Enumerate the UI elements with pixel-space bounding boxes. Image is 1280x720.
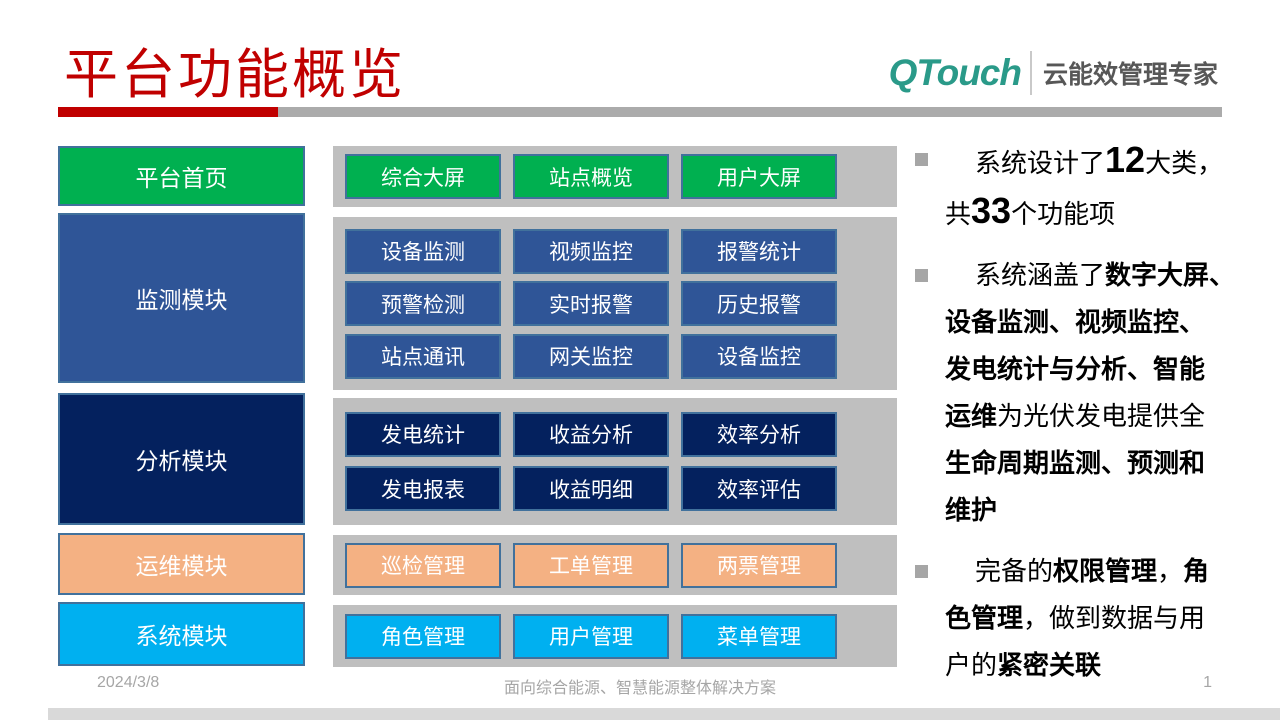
function-group-panel: 设备监测视频监控报警统计预警检测实时报警历史报警站点通讯网关监控设备监控: [333, 217, 897, 390]
function-row: 预警检测实时报警历史报警: [345, 281, 897, 326]
bullet-text-segment: ，: [1157, 556, 1184, 586]
bullet-text-segment: 系统设计了: [975, 148, 1106, 178]
function-row: 站点通讯网关监控设备监控: [345, 333, 897, 379]
brand-divider: [1029, 51, 1032, 95]
function-group-panel: 角色管理用户管理菜单管理: [333, 605, 897, 667]
bullet-text: 完备的权限管理，角 色管理，做到数据与用 户的紧密关联: [945, 548, 1245, 689]
bullet-text-segment: 权限管理: [1053, 556, 1158, 586]
bullet-square-icon: [915, 153, 928, 166]
module-label: 分析模块: [135, 448, 228, 474]
function-button: 实时报警: [513, 281, 669, 326]
module-block-system: 系统模块: [58, 602, 305, 666]
module-block-ops: 运维模块: [58, 533, 305, 595]
bullet-square-icon: [915, 269, 928, 282]
module-block-analysis: 分析模块: [58, 393, 305, 525]
function-button: 报警统计: [681, 228, 837, 274]
footer-center-text: 面向综合能源、智慧能源整体解决方案: [503, 680, 776, 697]
function-button: 历史报警: [681, 281, 837, 326]
function-row: 综合大屏站点概览用户大屏: [345, 154, 897, 199]
function-button: 发电报表: [345, 466, 501, 512]
module-label: 系统模块: [135, 623, 228, 649]
bullet-text-segment: 系统涵盖了: [975, 260, 1106, 290]
bullet-item: 完备的权限管理，角 色管理，做到数据与用 户的紧密关联: [915, 548, 1255, 689]
bullet-text-segment: ，做到数据与用 户的: [945, 603, 1206, 680]
bullet-text-segment: 大类， 共: [945, 148, 1224, 229]
bullet-text-segment: 为光伏发电提供全: [997, 401, 1206, 431]
module-block-monitor: 监测模块: [58, 213, 305, 383]
brand-name: QTouch: [888, 52, 1022, 93]
function-row: 设备监测视频监控报警统计: [345, 228, 897, 274]
function-button: 角色管理: [345, 613, 501, 659]
bullet-text: 系统涵盖了数字大屏、 设备监测、视频监控、 发电统计与分析、智能 运维为光伏发电…: [945, 252, 1245, 534]
bullet-text: 系统设计了12大类， 共33个功能项: [945, 136, 1245, 238]
function-button: 设备监控: [681, 333, 837, 379]
function-button: 两票管理: [681, 542, 837, 588]
bullet-text-segment: 角 色管理: [945, 556, 1210, 633]
function-button: 效率分析: [681, 411, 837, 457]
module-label: 运维模块: [135, 553, 228, 579]
function-group-panel: 巡检管理工单管理两票管理: [333, 535, 897, 595]
function-group-panel: 发电统计收益分析效率分析发电报表收益明细效率评估: [333, 398, 897, 525]
function-button: 巡检管理: [345, 542, 501, 588]
function-button: 设备监测: [345, 228, 501, 274]
bullet-text-segment: 个功能项: [1011, 199, 1116, 229]
function-button: 效率评估: [681, 466, 837, 512]
function-row: 发电统计收益分析效率分析: [345, 411, 897, 457]
function-button: 预警检测: [345, 281, 501, 326]
function-button: 综合大屏: [345, 154, 501, 199]
function-button: 用户管理: [513, 613, 669, 659]
footer-date: 2024/3/8: [97, 674, 160, 691]
function-row: 发电报表收益明细效率评估: [345, 466, 897, 512]
function-button: 菜单管理: [681, 613, 837, 659]
footer-page-number: 1: [1203, 674, 1212, 691]
bullet-text-segment: 生命周期监测、预测和 维护: [945, 448, 1206, 525]
function-button: 发电统计: [345, 411, 501, 457]
brand-tagline: 云能效管理专家: [1042, 61, 1218, 89]
brand-logo: QTouch 云能效管理专家: [889, 50, 1218, 96]
bullet-text-segment: 33: [971, 190, 1012, 231]
bullet-text-segment: 12: [1105, 139, 1146, 180]
function-button: 工单管理: [513, 542, 669, 588]
module-label: 平台首页: [135, 165, 228, 191]
function-button: 收益明细: [513, 466, 669, 512]
bullet-square-icon: [915, 565, 928, 578]
function-group-panel: 综合大屏站点概览用户大屏: [333, 146, 897, 207]
module-label: 监测模块: [135, 287, 228, 313]
function-button: 站点通讯: [345, 333, 501, 379]
function-row: 角色管理用户管理菜单管理: [345, 613, 897, 659]
bullet-item: 系统涵盖了数字大屏、 设备监测、视频监控、 发电统计与分析、智能 运维为光伏发电…: [915, 252, 1255, 534]
function-button: 收益分析: [513, 411, 669, 457]
bullets-column: 系统设计了12大类， 共33个功能项系统涵盖了数字大屏、 设备监测、视频监控、 …: [915, 136, 1255, 703]
function-button: 站点概览: [513, 154, 669, 199]
bottom-strip: [48, 708, 1280, 720]
bullet-item: 系统设计了12大类， 共33个功能项: [915, 136, 1255, 238]
bullet-text-segment: 数字大屏、 设备监测、视频监控、 发电统计与分析、智能 运维: [945, 260, 1236, 431]
title-underline-red: [58, 107, 278, 117]
function-button: 用户大屏: [681, 154, 837, 199]
function-button: 视频监控: [513, 228, 669, 274]
module-block-home: 平台首页: [58, 146, 305, 206]
function-button: 网关监控: [513, 333, 669, 379]
title-underline-gray: [278, 107, 1222, 117]
bullet-text-segment: 完备的: [975, 556, 1054, 586]
function-row: 巡检管理工单管理两票管理: [345, 542, 897, 588]
bullet-text-segment: 紧密关联: [997, 650, 1102, 680]
page-title: 平台功能概览: [64, 45, 406, 105]
